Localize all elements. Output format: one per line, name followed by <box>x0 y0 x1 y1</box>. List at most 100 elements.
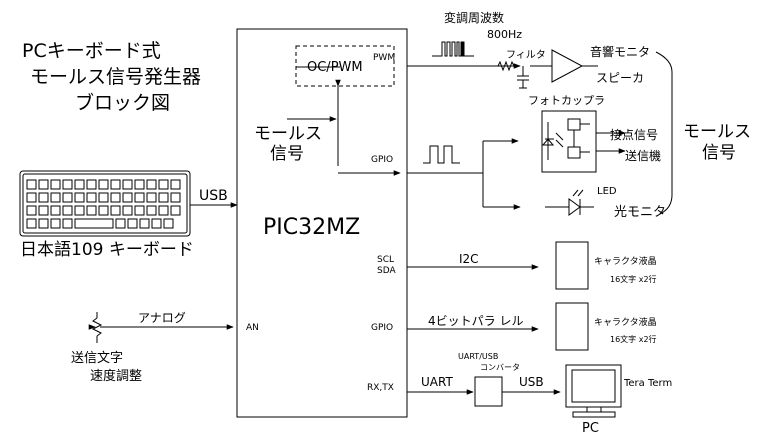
keyboard-key <box>86 205 97 216</box>
mcu-name: PIC32MZ <box>263 215 360 240</box>
converter-label-line2: コンバータ <box>480 363 520 372</box>
keyboard-key <box>98 192 109 203</box>
led-label: LED <box>597 186 617 197</box>
speed-label-line2: 速度調整 <box>90 368 142 384</box>
keyboard-key <box>74 179 85 190</box>
lcd2-line1: キャラクタ液晶 <box>594 316 657 328</box>
keyboard-key <box>115 218 126 229</box>
keyboard-key <box>170 192 181 203</box>
uart-label: UART <box>421 375 453 389</box>
keyboard-key <box>163 218 174 229</box>
freq-label-line2: 800Hz <box>487 28 522 41</box>
tera-term-label: Tera Term <box>623 378 672 389</box>
morse-output-line2: 信号 <box>702 143 736 163</box>
converter-label-line1: UART/USB <box>458 352 498 361</box>
parallel-label: 4ビットパラ レル <box>428 314 523 328</box>
keyboard-key <box>50 218 61 229</box>
keyboard-key <box>26 205 37 216</box>
keyboard-key <box>26 179 37 190</box>
keyboard-key <box>158 205 169 216</box>
keyboard-key <box>50 205 61 216</box>
lcd1-line1: キャラクタ液晶 <box>594 255 657 267</box>
keyboard-key <box>26 218 37 229</box>
keyboard-key <box>170 205 181 216</box>
contact-signal-label: 接点信号 <box>610 127 658 142</box>
keyboard-key <box>151 218 162 229</box>
pc-label: PC <box>582 421 599 436</box>
lcd2-block <box>555 302 589 351</box>
keyboard-key <box>122 205 133 216</box>
pc-monitor-icon <box>565 364 622 418</box>
keyboard-key <box>146 179 157 190</box>
i2c-label: I2C <box>459 252 479 266</box>
keyboard-key <box>122 192 133 203</box>
title-line2: モールス信号発生器 <box>30 66 201 88</box>
keyboard-key <box>38 218 49 229</box>
pin-rxtx: RX,TX <box>367 383 394 393</box>
transmitter-label: 送信機 <box>625 148 661 163</box>
keyboard-keys <box>26 179 181 229</box>
ocpwm-block <box>295 45 395 87</box>
internal-morse-line1: モールス <box>254 124 322 144</box>
lcd1-line2: 16文字 x2行 <box>610 274 657 284</box>
pin-gpio-lcd: GPIO <box>371 323 393 333</box>
keyboard-key <box>158 192 169 203</box>
freq-label-line1: 変調周波数 <box>444 10 504 25</box>
keyboard-key <box>170 179 181 190</box>
keyboard-key <box>86 179 97 190</box>
converter-block <box>474 376 503 407</box>
keyboard-key <box>122 179 133 190</box>
title-line1: PCキーボード式 <box>22 40 161 62</box>
morse-output-bracket <box>655 51 673 215</box>
keyboard-key <box>139 218 150 229</box>
keyboard-key <box>74 218 114 229</box>
photocoupler-label: フォトカップラ <box>528 94 605 107</box>
keyboard-key <box>158 179 169 190</box>
keyboard-key <box>62 192 73 203</box>
internal-morse-line2: 信号 <box>270 144 304 164</box>
keyboard-key <box>110 192 121 203</box>
keyboard-key <box>38 179 49 190</box>
amplifier-icon <box>551 49 584 83</box>
lcd1-block <box>555 241 589 290</box>
keyboard-key <box>26 192 37 203</box>
photocoupler-icon <box>541 110 597 173</box>
keyboard-key <box>127 218 138 229</box>
keyboard-key <box>134 179 145 190</box>
keyboard-key <box>62 179 73 190</box>
keyboard-key <box>134 205 145 216</box>
pin-sda: SDA <box>377 266 396 276</box>
filter-label: フィルタ <box>506 49 546 61</box>
usb-label: USB <box>519 375 544 389</box>
keyboard-key <box>38 192 49 203</box>
keyboard-key <box>50 192 61 203</box>
pwm-waveform-icon <box>432 41 474 57</box>
keyboard-key <box>98 179 109 190</box>
keyboard-key <box>74 192 85 203</box>
pin-an: AN <box>246 323 259 333</box>
keyboard-usb-label: USB <box>199 188 228 204</box>
analog-label: アナログ <box>138 311 186 325</box>
pin-gpio-morse: GPIO <box>371 155 393 165</box>
keyboard-key <box>86 192 97 203</box>
potentiometer-icon <box>88 312 103 343</box>
keyboard-key <box>146 192 157 203</box>
keyboard-icon <box>19 170 191 237</box>
morse-output-line1: モールス <box>683 122 751 142</box>
lcd2-line2: 16文字 x2行 <box>610 334 657 344</box>
keyboard-key <box>98 205 109 216</box>
keyboard-key <box>62 205 73 216</box>
keyboard-key <box>134 192 145 203</box>
pin-scl: SCL <box>377 255 394 265</box>
speaker-label: スピーカ <box>596 71 644 85</box>
speed-label-line1: 送信文字 <box>71 351 123 366</box>
mcu-block <box>236 28 408 418</box>
keyboard-key <box>110 205 121 216</box>
light-monitor-label: 光モニタ <box>614 205 666 220</box>
keyboard-key <box>74 205 85 216</box>
keyboard-label: 日本語109 キーボード <box>20 240 194 260</box>
keyboard-key <box>62 218 73 229</box>
gpio-waveform-icon <box>423 145 460 164</box>
